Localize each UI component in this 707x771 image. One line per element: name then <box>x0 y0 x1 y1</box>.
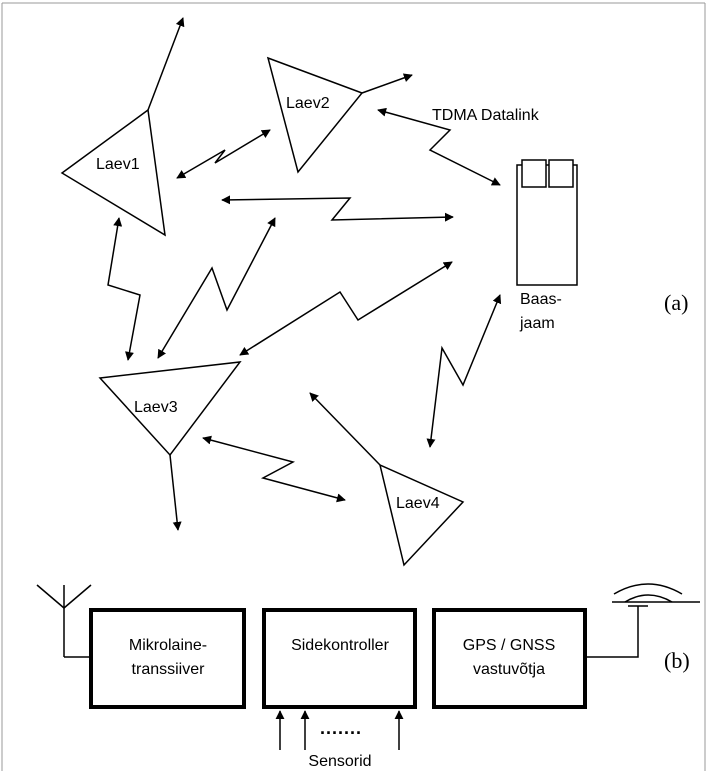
laev2-antenna-arrow <box>361 73 413 94</box>
link-laev2-base <box>377 107 501 186</box>
link-laev1-laev3 <box>107 217 141 361</box>
ship-laev3-shape <box>98 361 242 457</box>
controller-block <box>262 608 417 709</box>
transceiver-block <box>89 608 246 709</box>
panel-label-b: (b) <box>664 648 690 673</box>
laev4-antenna-arrow <box>309 392 381 466</box>
ship-laev1-shape <box>60 108 166 237</box>
link-base-laev4 <box>426 294 502 448</box>
ship-laev2-label: Laev2 <box>286 95 330 112</box>
gps-antenna-icon <box>585 583 700 658</box>
link-laev3-laev4 <box>202 435 346 503</box>
ship-laev3-label: Laev3 <box>134 399 178 416</box>
sensor-ellipsis: ....... <box>320 718 362 738</box>
link-laev1-base <box>221 195 454 222</box>
ship-laev4-shape <box>378 463 465 567</box>
base-station-module-left <box>521 159 547 188</box>
laev1-antenna-arrow <box>147 17 185 111</box>
link-laev2-laev3 <box>157 217 276 359</box>
transceiver-label-line1: Mikrolaine- <box>129 637 207 654</box>
base-station-box <box>516 164 578 286</box>
panel-label-a: (a) <box>664 290 688 315</box>
gps-block <box>432 608 587 709</box>
base-station-module-right <box>548 159 574 188</box>
gps-label-line1: GPS / GNSS <box>463 637 555 654</box>
sensors-label: Sensorid <box>308 753 371 770</box>
link-laev1-laev2 <box>176 129 271 179</box>
laev3-antenna-arrow <box>169 454 182 531</box>
base-station-label-line1: Baas- <box>520 291 562 308</box>
base-station-label-line2: jaam <box>519 315 555 332</box>
ship-laev1-label: Laev1 <box>96 156 140 173</box>
ship-laev4-label: Laev4 <box>396 495 440 512</box>
gps-label-line2: vastuvõtja <box>473 661 545 678</box>
datalink-label: TDMA Datalink <box>432 107 540 124</box>
controller-label: Sidekontroller <box>291 637 390 654</box>
ship-laev2-shape <box>266 56 364 174</box>
link-laev3-base <box>239 261 453 356</box>
antenna-icon <box>36 584 92 658</box>
transceiver-label-line2: transsiiver <box>132 661 206 678</box>
